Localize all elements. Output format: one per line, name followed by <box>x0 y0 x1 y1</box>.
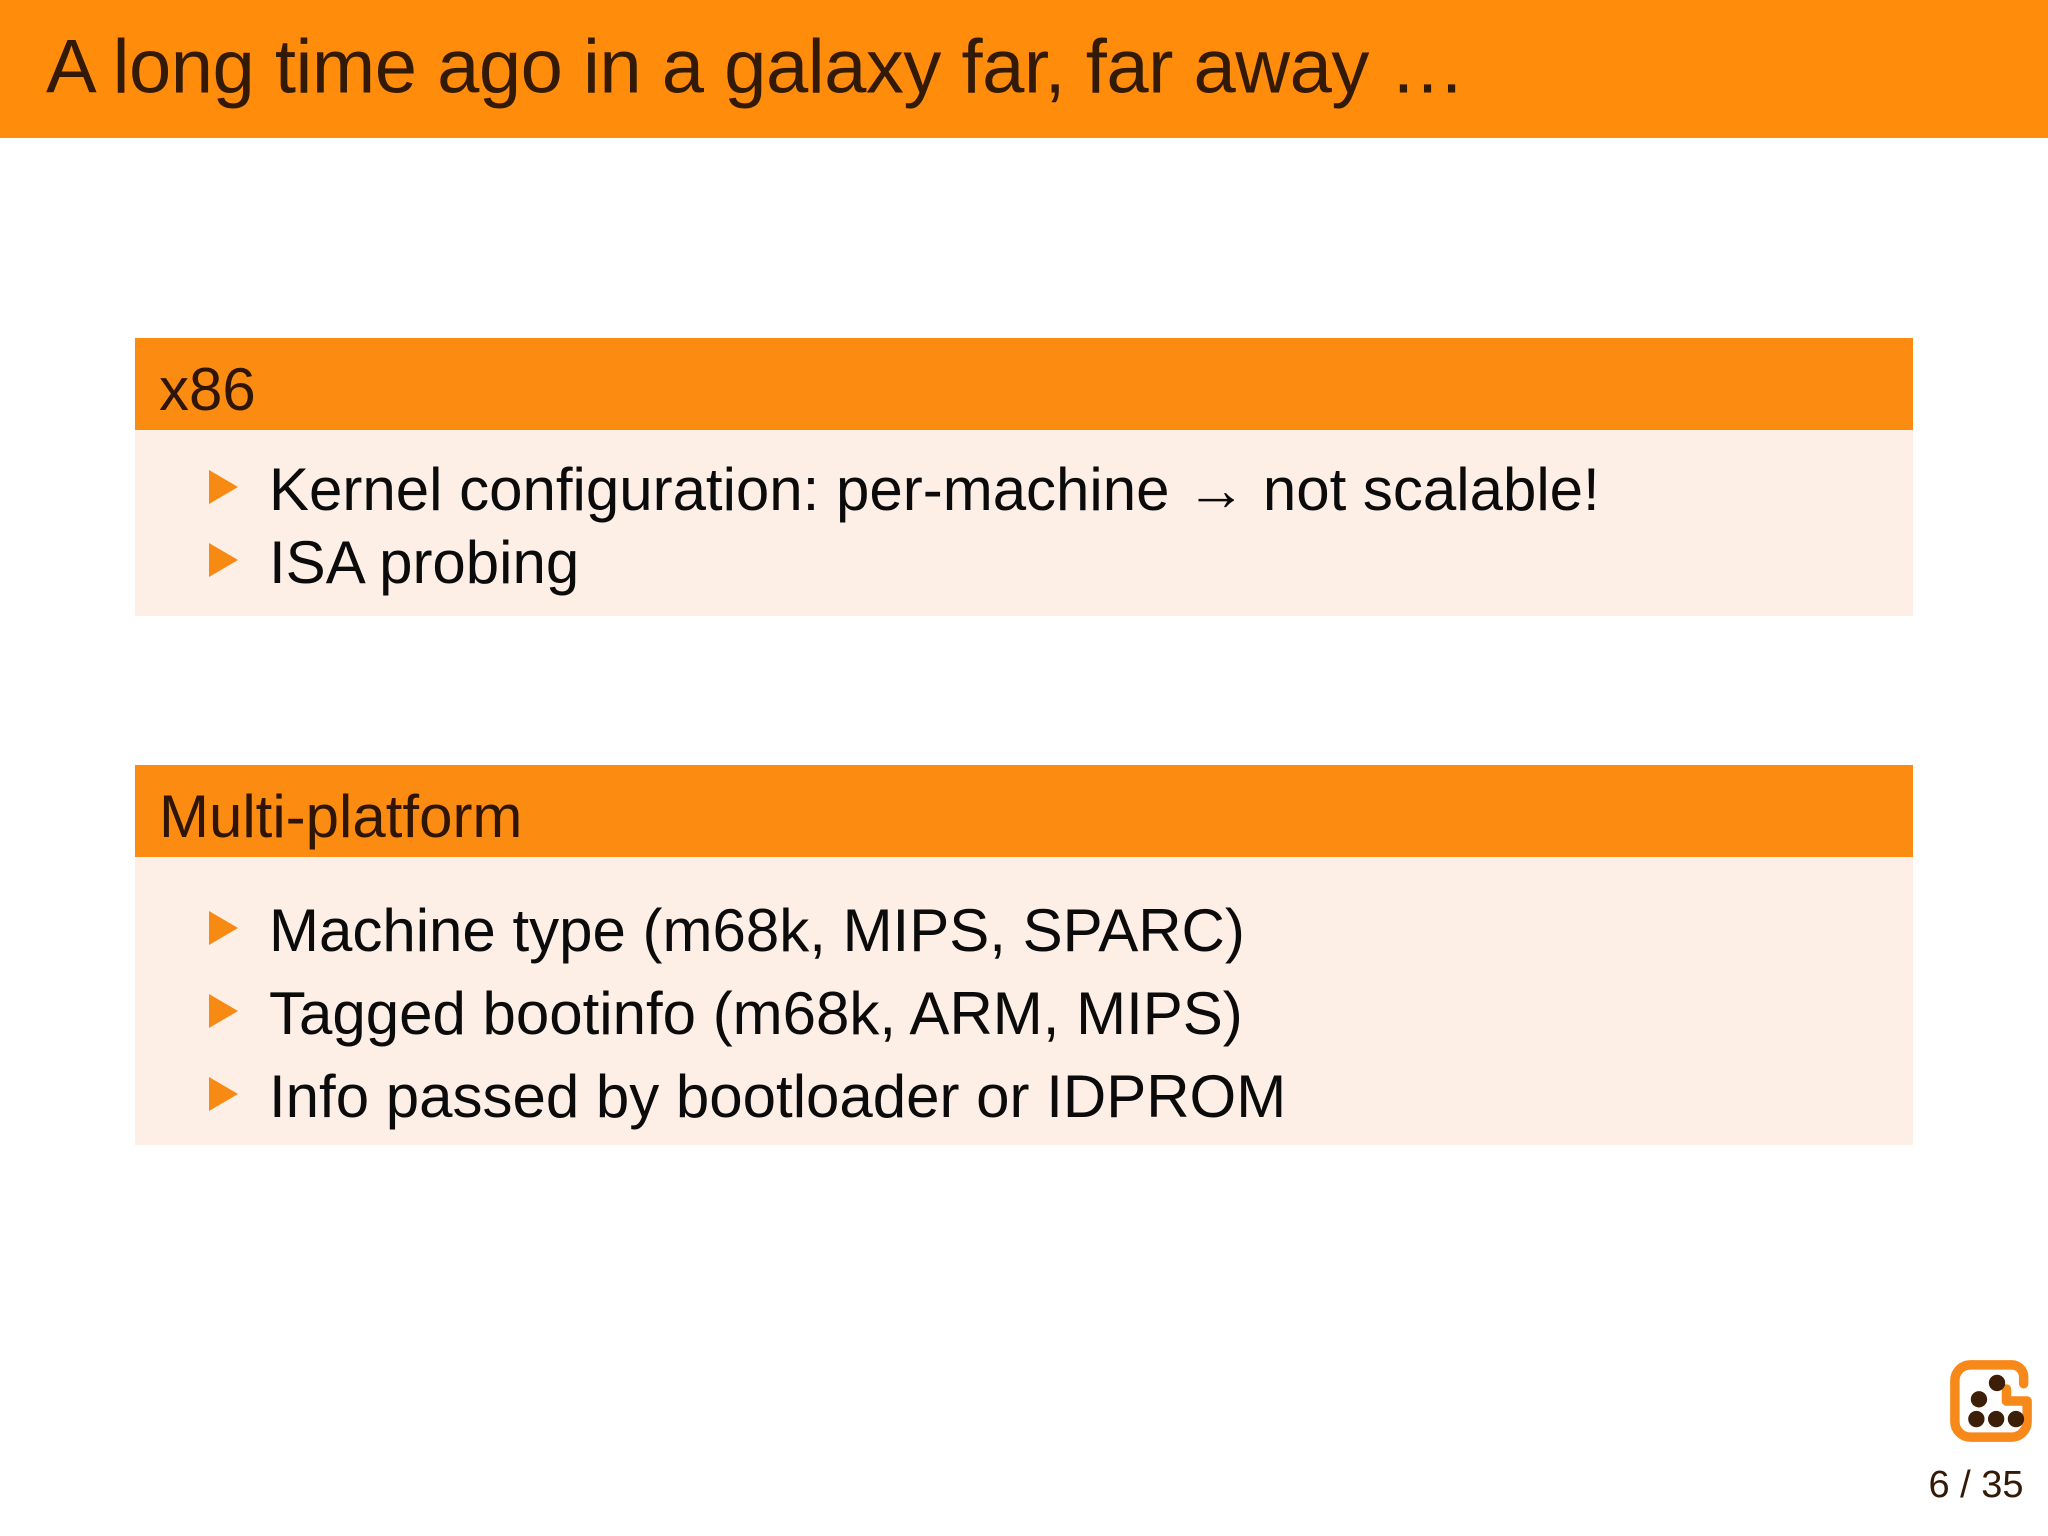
block-x86-body: Kernel configuration: per-machine → not … <box>135 430 1913 616</box>
block-multi-platform-body: Machine type (m68k, MIPS, SPARC) Tagged … <box>135 857 1913 1145</box>
list-item-label: Tagged bootinfo (m68k, ARM, MIPS) <box>269 980 1243 1048</box>
block-multi-platform: Multi-platform Machine type (m68k, MIPS,… <box>135 765 1913 1145</box>
list-item: Kernel configuration: per-machine → not … <box>135 456 1913 523</box>
list-item: Tagged bootinfo (m68k, ARM, MIPS) <box>135 980 1913 1047</box>
list-item-label: Info passed by bootloader or IDPROM <box>269 1063 1287 1131</box>
block-x86: x86 Kernel configuration: per-machine → … <box>135 338 1913 616</box>
list-item-label: ISA probing <box>269 529 580 597</box>
triangle-bullet-icon <box>209 911 239 945</box>
list-item: ISA probing <box>135 529 1913 596</box>
block-x86-header: x86 <box>135 338 1913 430</box>
block-multi-platform-header: Multi-platform <box>135 765 1913 857</box>
list-item-label: Machine type (m68k, MIPS, SPARC) <box>269 897 1245 964</box>
list-item: Machine type (m68k, MIPS, SPARC) <box>135 897 1913 964</box>
list-item: Info passed by bootloader or IDPROM <box>135 1063 1913 1130</box>
block-x86-bullet-list: Kernel configuration: per-machine → not … <box>135 456 1913 596</box>
triangle-bullet-icon <box>209 994 239 1029</box>
page-number: 6 / 35 <box>1928 1464 2024 1506</box>
block-multi-platform-bullet-list: Machine type (m68k, MIPS, SPARC) Tagged … <box>135 897 1913 1131</box>
slide-content: x86 Kernel configuration: per-machine → … <box>0 138 2048 1536</box>
slide-title-bar: A long time ago in a galaxy far, far awa… <box>0 0 2048 138</box>
triangle-bullet-icon <box>209 543 239 578</box>
g-dice-logo-icon <box>1948 1358 2034 1444</box>
list-item-label: Kernel configuration: per-machine → not … <box>269 456 1600 523</box>
triangle-bullet-icon <box>209 1077 239 1112</box>
triangle-bullet-icon <box>209 470 239 504</box>
page-title: A long time ago in a galaxy far, far awa… <box>46 24 1466 110</box>
